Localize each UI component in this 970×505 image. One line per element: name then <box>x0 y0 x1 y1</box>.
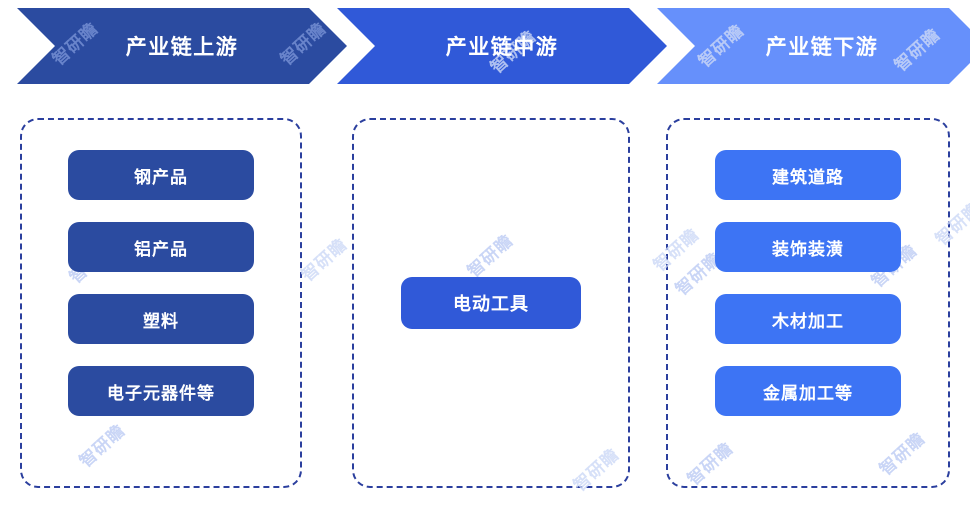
chain-node[interactable]: 装饰装潢 <box>715 222 901 272</box>
stage-banner-upstream[interactable]: 产业链上游 智研瞻 智研瞻 <box>17 8 347 84</box>
watermark-icon: 智研瞻 <box>875 428 929 480</box>
watermark-icon: 智研瞻 <box>694 20 748 72</box>
chain-node-label: 装饰装潢 <box>772 239 844 259</box>
watermark-icon: 智研瞻 <box>890 24 944 76</box>
node-list-upstream: 钢产品 铝产品 塑料 电子元器件等 <box>22 150 300 416</box>
chain-node[interactable]: 建筑道路 <box>715 150 901 200</box>
chain-node-label: 木材加工 <box>772 311 844 331</box>
chain-node-label: 铝产品 <box>134 239 188 259</box>
stage-banner-label-upstream: 产业链上游 <box>125 36 239 59</box>
stage-banner-label-midstream: 产业链中游 <box>445 36 559 59</box>
stage-panel-downstream: 建筑道路 装饰装潢 木材加工 金属加工等 智研瞻 智研瞻 智研瞻 智研瞻 <box>666 118 950 490</box>
chain-node[interactable]: 塑料 <box>68 294 254 344</box>
stage-banner-downstream[interactable]: 产业链下游 智研瞻 智研瞻 <box>657 8 970 84</box>
chain-node-label: 建筑道路 <box>772 167 844 187</box>
watermark-icon: 智研瞻 <box>463 230 517 282</box>
watermark-icon: 智研瞻 <box>683 438 737 490</box>
watermark-icon: 智研瞻 <box>569 444 623 496</box>
chain-node[interactable]: 铝产品 <box>68 222 254 272</box>
node-list-downstream: 建筑道路 装饰装潢 木材加工 金属加工等 <box>668 150 948 416</box>
stage-banner-row: 产业链上游 智研瞻 智研瞻 产业链中游 智研瞻 产业链下游 智研瞻 智研瞻 <box>0 8 970 84</box>
node-list-midstream: 电动工具 <box>354 277 628 329</box>
chain-node-label: 电动工具 <box>453 294 529 314</box>
chain-node[interactable]: 木材加工 <box>715 294 901 344</box>
stage-panel-upstream: 钢产品 铝产品 塑料 电子元器件等 智研瞻 智研瞻 <box>20 118 302 488</box>
chain-node[interactable]: 电子元器件等 <box>68 366 254 416</box>
watermark-icon: 智研瞻 <box>48 18 102 70</box>
watermark-icon: 智研瞻 <box>276 18 330 70</box>
watermark-icon: 智研瞻 <box>75 420 129 472</box>
stage-banner-midstream[interactable]: 产业链中游 智研瞻 <box>337 8 667 84</box>
chain-node-label: 塑料 <box>143 311 179 331</box>
chain-node-label: 电子元器件等 <box>107 383 215 403</box>
chain-node[interactable]: 电动工具 <box>401 277 581 329</box>
chain-node[interactable]: 金属加工等 <box>715 366 901 416</box>
watermark-icon: 智研瞻 <box>297 234 351 286</box>
chain-node[interactable]: 钢产品 <box>68 150 254 200</box>
chain-node-label: 金属加工等 <box>763 383 853 403</box>
stage-panel-midstream: 电动工具 智研瞻 智研瞻 <box>352 118 630 495</box>
chain-node-label: 钢产品 <box>134 167 188 187</box>
stage-banner-label-downstream: 产业链下游 <box>765 36 879 59</box>
